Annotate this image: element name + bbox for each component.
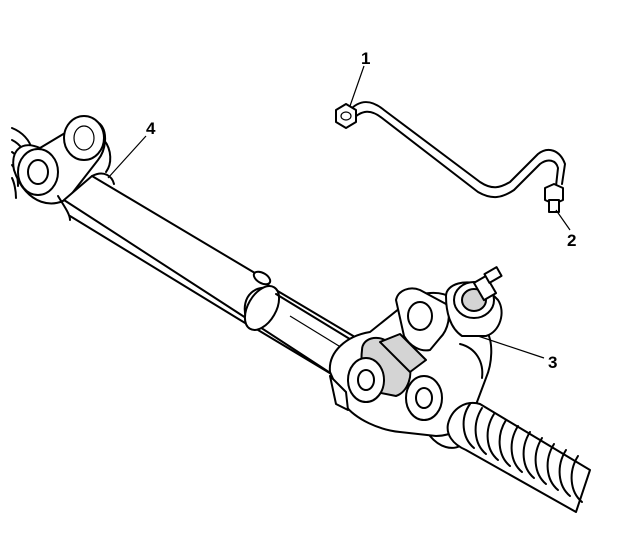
right-boot-bellows: [446, 402, 591, 513]
input-shaft: [445, 266, 503, 337]
fitting-nut-1: [335, 103, 357, 129]
callout-4: 4: [107, 119, 156, 179]
rack-housing-tube: [63, 172, 361, 379]
callout-3: 3: [477, 335, 557, 372]
callout-label-4: 4: [146, 119, 156, 138]
fluid-pipe: [347, 101, 566, 198]
callout-label-3: 3: [548, 353, 557, 372]
left-mount-bushing: [12, 115, 112, 221]
callout-label-1: 1: [361, 49, 370, 68]
valve-body-housing: [328, 287, 493, 449]
callout-2: 2: [555, 209, 576, 250]
fitting-nut-2: [544, 183, 564, 213]
callout-label-2: 2: [567, 231, 576, 250]
callout-1: 1: [349, 49, 370, 107]
